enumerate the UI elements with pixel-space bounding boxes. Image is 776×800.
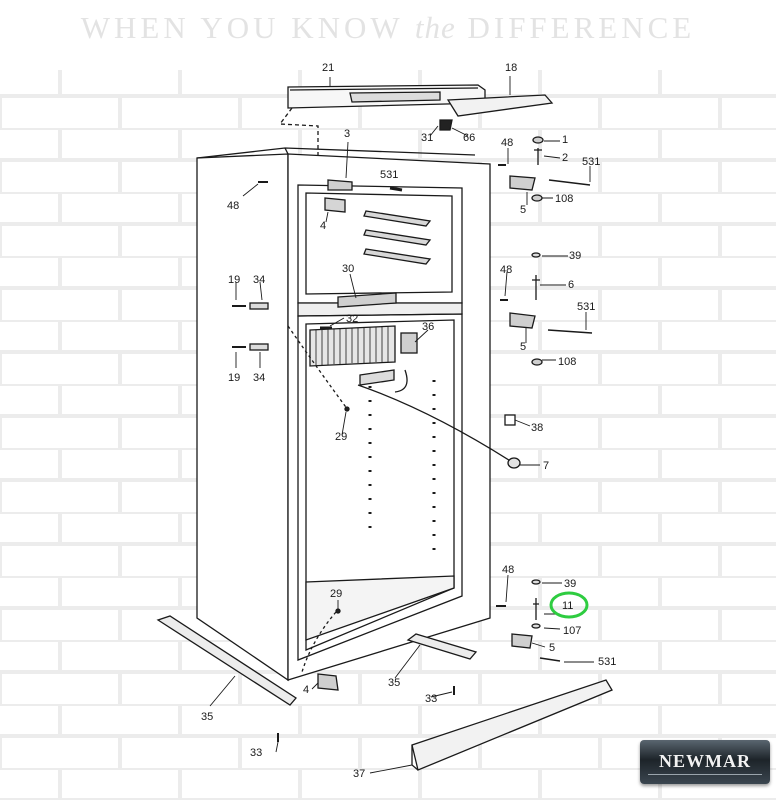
callout-4[interactable]: 4	[320, 220, 326, 232]
callout-5[interactable]: 5	[549, 642, 555, 654]
callout-48[interactable]: 48	[501, 137, 513, 149]
kick-plate	[411, 679, 613, 771]
tagline: WHEN YOU KNOW the DIFFERENCE	[0, 10, 776, 46]
bottom-rail-right	[406, 633, 478, 660]
callout-48[interactable]: 48	[500, 264, 512, 276]
callout-32[interactable]: 32	[346, 313, 358, 325]
callout-31[interactable]: 31	[421, 132, 433, 144]
callout-39[interactable]: 39	[564, 578, 576, 590]
callout-33[interactable]: 33	[425, 693, 437, 705]
callout-7[interactable]: 7	[543, 460, 549, 472]
callout-108[interactable]: 108	[555, 193, 573, 205]
callout-37[interactable]: 37	[353, 768, 365, 780]
callout-18[interactable]: 18	[505, 62, 517, 74]
hinge-bottom-right	[511, 633, 533, 649]
callout-39[interactable]: 39	[569, 250, 581, 262]
callout-4[interactable]: 4	[303, 684, 309, 696]
callout-35[interactable]: 35	[201, 711, 213, 723]
callout-labels: 21 18 31 66 3 48 1 2 531 531 5 108 48 4 …	[201, 62, 616, 780]
callout-21[interactable]: 21	[322, 62, 334, 74]
callout-36[interactable]: 36	[422, 321, 434, 333]
callout-108[interactable]: 108	[558, 356, 576, 368]
callout-66[interactable]: 66	[463, 132, 475, 144]
hinge-top-right	[509, 175, 536, 191]
fresh-food-compartment	[297, 313, 463, 661]
tagline-prefix: WHEN YOU KNOW	[80, 10, 404, 45]
callout-531[interactable]: 531	[577, 301, 595, 313]
logo-underline	[648, 774, 762, 775]
callout-531[interactable]: 531	[598, 656, 616, 668]
hinge-middle-right	[509, 312, 536, 329]
callout-5[interactable]: 5	[520, 341, 526, 353]
hinge-bottom-left	[317, 673, 339, 691]
bottom-rail-left	[156, 615, 297, 706]
hinge-top-left	[327, 179, 353, 191]
callout-107[interactable]: 107	[563, 625, 581, 637]
callout-35[interactable]: 35	[388, 677, 400, 689]
callout-48[interactable]: 48	[502, 564, 514, 576]
callout-19[interactable]: 19	[228, 274, 240, 286]
tagline-italic: the	[414, 10, 456, 45]
logo-text: NEWMAR	[659, 751, 751, 771]
callout-5[interactable]: 5	[520, 204, 526, 216]
control-panel	[446, 94, 554, 117]
callout-33[interactable]: 33	[250, 747, 262, 759]
cabinet-side	[196, 153, 289, 682]
callout-19[interactable]: 19	[228, 372, 240, 384]
callout-2[interactable]: 2	[562, 152, 568, 164]
callout-29[interactable]: 29	[330, 588, 342, 600]
newmar-logo: NEWMAR	[640, 740, 770, 784]
highlight-circle-part-11[interactable]	[549, 591, 589, 619]
callout-38[interactable]: 38	[531, 422, 543, 434]
callout-48[interactable]: 48	[227, 200, 239, 212]
callout-1[interactable]: 1	[562, 134, 568, 146]
callout-34[interactable]: 34	[253, 372, 265, 384]
callout-531[interactable]: 531	[582, 156, 600, 168]
callout-3[interactable]: 3	[344, 128, 350, 140]
callout-6[interactable]: 6	[568, 279, 574, 291]
callout-29[interactable]: 29	[335, 431, 347, 443]
front-frame	[287, 153, 491, 681]
refrigerator-drawing	[156, 76, 613, 774]
callout-34[interactable]: 34	[253, 274, 265, 286]
callout-531[interactable]: 531	[380, 169, 398, 181]
tagline-suffix: DIFFERENCE	[467, 10, 696, 45]
callout-30[interactable]: 30	[342, 263, 354, 275]
callout-11[interactable]: 11	[562, 600, 573, 612]
